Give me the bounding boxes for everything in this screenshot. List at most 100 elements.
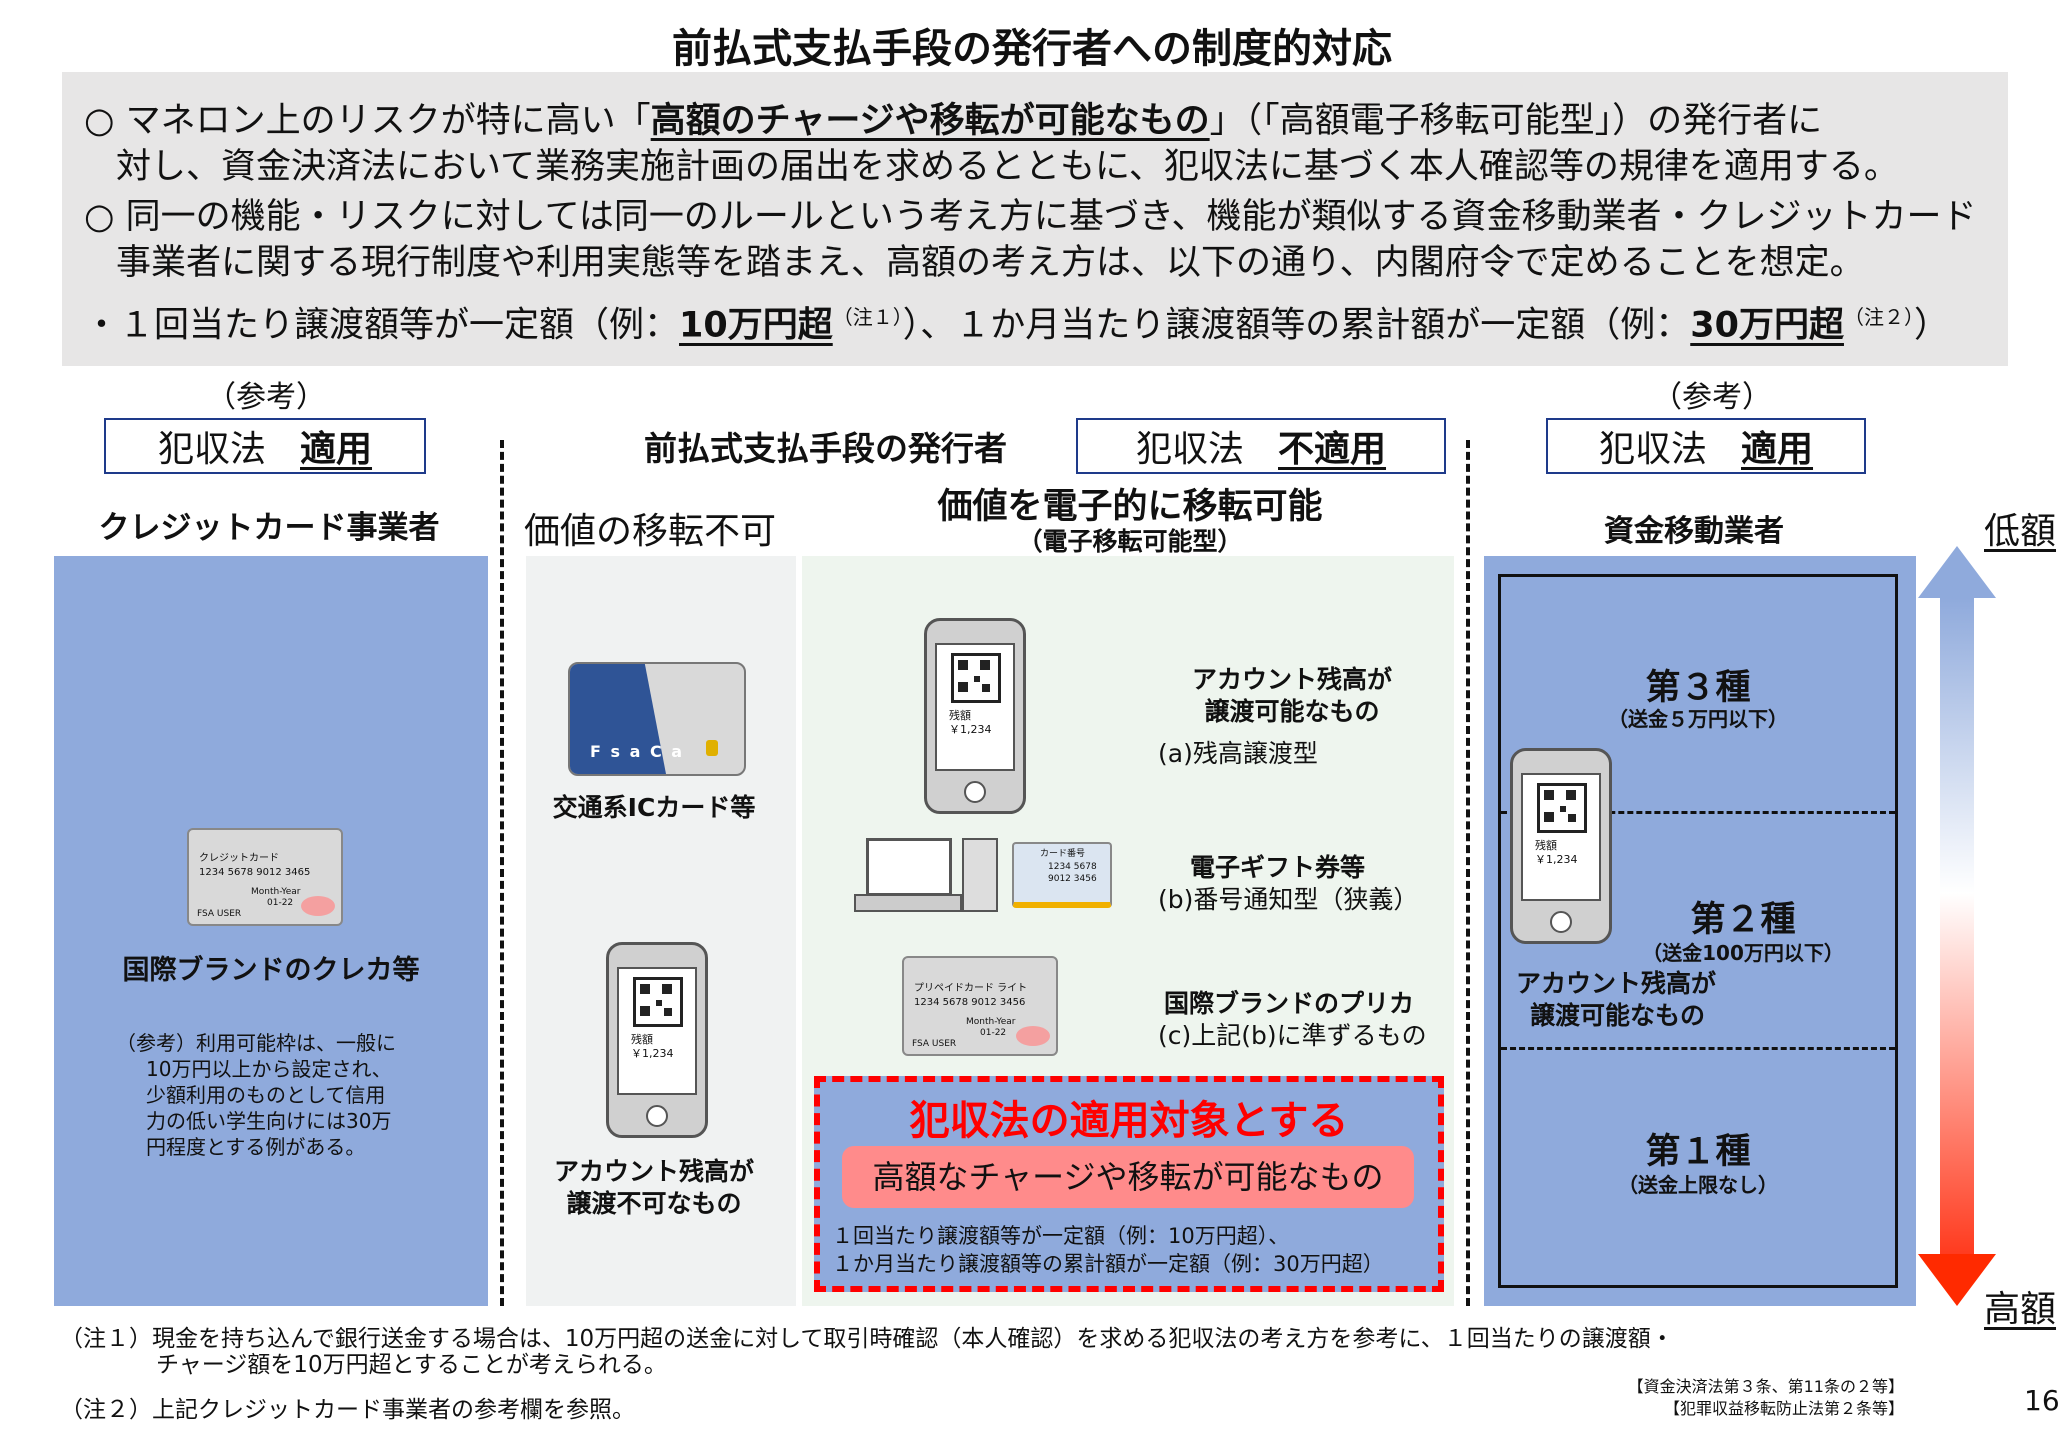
- title-line: 譲渡可能なもの: [1204, 697, 1380, 726]
- card-text: 01-22: [980, 1028, 1007, 1038]
- summary-text: ）: [1913, 305, 1949, 346]
- summary-emphasis: 高額のチャージや移転が可能なもの: [650, 101, 1210, 141]
- note-line: 円程度とする例がある。: [146, 1135, 366, 1159]
- type-divider: [1501, 811, 1895, 814]
- summary-line-4: 事業者に関する現行制度や利用実態等を踏まえ、高額の考え方は、以下の通り、内閣府令…: [116, 243, 1865, 283]
- criteria-line: １か月当たり譲渡額等の累計額が一定額（例：30万円超）: [832, 1252, 1384, 1276]
- fund-transfer-panel: 第３種 （送金５万円以下） 第２種 （送金100万円以下） 第１種 （送金上限な…: [1484, 556, 1916, 1306]
- balance-value: ￥1,234: [1535, 853, 1578, 866]
- summary-text: ・１回当たり譲渡額等が一定額（例：: [84, 305, 680, 346]
- right-law-box: 犯収法適用: [1546, 418, 1866, 474]
- summary-text: 」（「高額電子移転可能型」）の発行者に: [1209, 101, 1823, 141]
- title-line: アカウント残高が: [1191, 665, 1392, 694]
- left-law-box: 犯収法適用: [104, 418, 426, 474]
- note-line: （参考）利用可能枠は、一般に: [116, 1031, 396, 1055]
- ic-card-image: F s a C a: [568, 662, 746, 776]
- summary-text: ○ マネロン上のリスクが特に高い「: [84, 101, 651, 141]
- amount-300k: 30万円超: [1690, 305, 1844, 346]
- credit-card-caption: 国際ブランドのクレカ等: [122, 955, 420, 986]
- fund-transfer-phone-caption: アカウント残高が 譲渡可能なもの: [1516, 968, 1716, 1032]
- card-text: FSA USER: [197, 909, 242, 919]
- card-brand-logo: [301, 896, 335, 916]
- type-divider: [1501, 1047, 1895, 1050]
- amount-100k: 10万円超: [679, 305, 833, 346]
- law-label: 犯収法: [157, 429, 266, 470]
- card-text: 9012 3456: [1048, 874, 1097, 884]
- kyc-target-criteria: １回当たり譲渡額等が一定額（例：10万円超）、 １か月当たり譲渡額等の累計額が一…: [832, 1222, 1384, 1278]
- summary-line-2: 対し、資金決済法において業務実施計画の届出を求めるとともに、犯収法に基づく本人確…: [116, 147, 1899, 187]
- card-brand-logo: [1016, 1026, 1050, 1046]
- type-b-title: 電子ギフト券等: [1190, 853, 1366, 882]
- monitor-icon: [866, 838, 952, 896]
- criteria-line: １回当たり譲渡額等が一定額（例：10万円超）、: [832, 1224, 1290, 1248]
- law-status: 適用: [1741, 429, 1814, 470]
- caption-line: 譲渡不可なもの: [566, 1189, 742, 1218]
- card-text: Month-Year: [251, 887, 301, 897]
- card-text: 1234 5678: [1048, 862, 1097, 872]
- divider-right: [1466, 440, 1470, 1306]
- pc-tower-icon: [962, 838, 998, 912]
- phone-transfer-image: 残額 ￥1,234: [924, 618, 1026, 814]
- card-text: クレジットカード: [199, 853, 279, 864]
- type-a-title: アカウント残高が 譲渡可能なもの: [1142, 664, 1442, 728]
- qr-code-icon: [951, 653, 1001, 703]
- balance-value: ￥1,234: [949, 723, 992, 736]
- reference-line: 【犯罪収益移転防止法第２条等】: [1663, 1399, 1904, 1418]
- card-text: Month-Year: [966, 1017, 1016, 1027]
- qr-code-icon: [1537, 783, 1587, 833]
- page-title: 前払式支払手段の発行者への制度的対応: [672, 26, 1392, 72]
- transfer-subheading: （電子移転可能型）: [1017, 527, 1243, 556]
- caption-line: アカウント残高が: [553, 1157, 754, 1186]
- law-label: 犯収法: [1135, 429, 1244, 470]
- credit-limit-note: （参考）利用可能枠は、一般に 10万円以上から設定され、 少額利用のものとして信…: [116, 1030, 396, 1160]
- balance-value: ￥1,234: [631, 1047, 674, 1060]
- note-line: 少額利用のものとして信用: [146, 1083, 386, 1107]
- type-b-subtitle: (b)番号通知型（狭義）: [1158, 885, 1419, 914]
- caption-line: 譲渡可能なもの: [1530, 1001, 1706, 1030]
- footnote-1: （注１）現金を持ち込んで銀行送金する場合は、10万円超の送金に対して取引時確認（…: [60, 1326, 1674, 1378]
- footnote-line: （注１）現金を持ち込んで銀行送金する場合は、10万円超の送金に対して取引時確認（…: [60, 1326, 1674, 1352]
- card-text: カード番号: [1040, 849, 1086, 859]
- phone-fund-transfer-image: 残額 ￥1,234: [1510, 748, 1612, 944]
- low-amount-label: 低額: [1984, 511, 2057, 552]
- keyboard-icon: [854, 894, 962, 912]
- type2-label: 第２種: [1690, 900, 1796, 940]
- type-c-title: 国際ブランドのプリカ: [1164, 989, 1415, 1018]
- transfer-heading: 価値を電子的に移転可能: [937, 487, 1323, 527]
- nontransfer-panel: F s a C a 交通系ICカード等 残額 ￥1,234 アカウント残高が 譲…: [526, 556, 796, 1306]
- card-text: 1234 5678 9012 3456: [914, 997, 1026, 1008]
- balance-label: 残額: [631, 1033, 653, 1046]
- caption-line: アカウント残高が: [1516, 969, 1717, 998]
- reference-line: 【資金決済法第３条、第11条の２等】: [1627, 1377, 1904, 1396]
- law-label: 犯収法: [1598, 429, 1707, 470]
- transfer-panel: 残額 ￥1,234 アカウント残高が 譲渡可能なもの (a)残高譲渡型 カード番…: [802, 556, 1454, 1306]
- type1-limit: （送金上限なし）: [1618, 1173, 1778, 1197]
- summary-line-3: ○ 同一の機能・リスクに対しては同一のルールという考え方に基づき、機能が類似する…: [84, 197, 1977, 237]
- law-status: 不適用: [1278, 429, 1387, 470]
- left-heading: クレジットカード事業者: [98, 510, 440, 546]
- left-ref-label: （参考）: [206, 380, 326, 415]
- note-line: 力の低い学生向けには30万: [146, 1109, 392, 1133]
- credit-card-panel: クレジットカード 1234 5678 9012 3465 Month-Year …: [54, 556, 488, 1306]
- credit-card-image: クレジットカード 1234 5678 9012 3465 Month-Year …: [187, 828, 343, 926]
- legal-references: 【資金決済法第３条、第11条の２等】 【犯罪収益移転防止法第２条等】: [1598, 1376, 1904, 1420]
- summary-line-5: ・１回当たり譲渡額等が一定額（例：10万円超（注１））、１か月当たり譲渡額等の累…: [84, 294, 1949, 349]
- gift-card-image: カード番号 1234 5678 9012 3456: [1012, 842, 1112, 908]
- card-text: プリペイドカード ライト: [914, 983, 1028, 994]
- high-value-pill: 高額なチャージや移転が可能なもの: [842, 1146, 1414, 1208]
- right-ref-label: （参考）: [1652, 380, 1772, 415]
- prepaid-card-image: プリペイドカード ライト 1234 5678 9012 3456 Month-Y…: [902, 956, 1058, 1056]
- qr-code-icon: [633, 977, 683, 1027]
- middle-law-box: 犯収法不適用: [1076, 418, 1446, 474]
- summary-text: ）、１か月当たり譲渡額等の累計額が一定額（例：: [902, 305, 1691, 346]
- balance-label: 残額: [949, 709, 971, 722]
- fund-transfer-types-box: 第３種 （送金５万円以下） 第２種 （送金100万円以下） 第１種 （送金上限な…: [1498, 574, 1898, 1288]
- footnote-2: （注２）上記クレジットカード事業者の参考欄を参照。: [60, 1397, 635, 1423]
- summary-box: ○ マネロン上のリスクが特に高い「高額のチャージや移転が可能なもの」（「高額電子…: [62, 72, 2008, 366]
- amount-scale-arrow: [1918, 546, 1996, 1306]
- ic-card-caption: 交通系ICカード等: [552, 793, 756, 822]
- page-number: 16: [2024, 1384, 2060, 1417]
- card-text: FSA USER: [912, 1039, 957, 1049]
- note-ref-2: （注２）: [1843, 305, 1914, 329]
- type-a-subtitle: (a)残高譲渡型: [1158, 739, 1318, 768]
